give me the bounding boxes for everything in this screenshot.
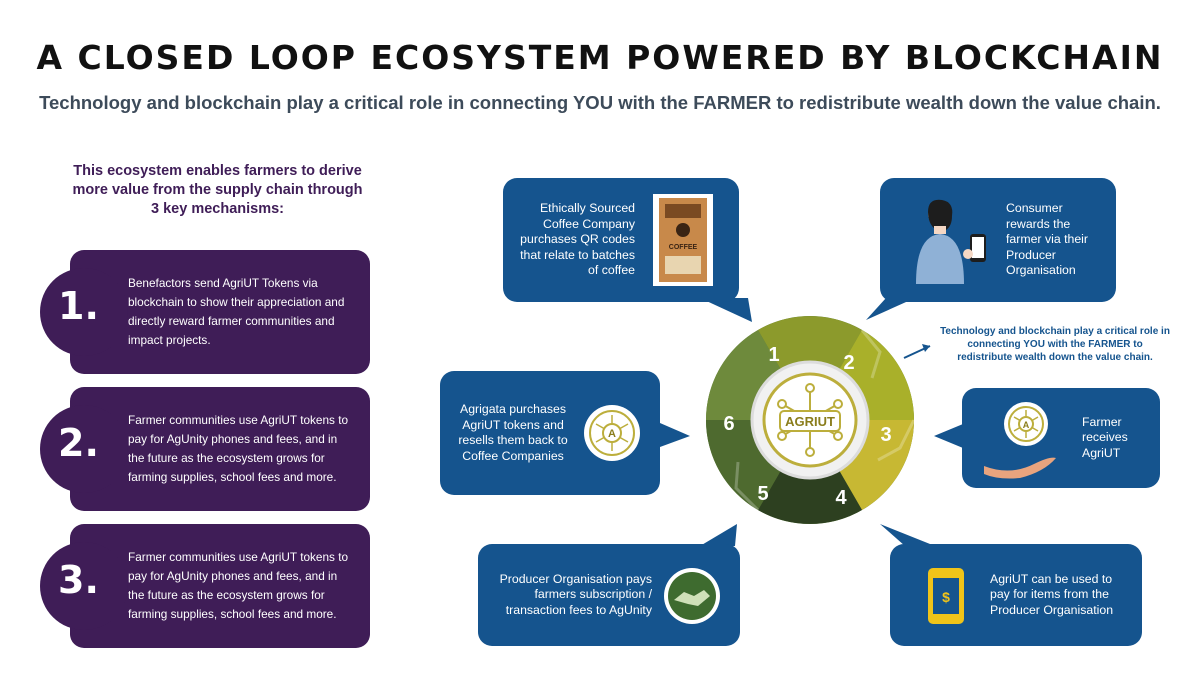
center-label: AGRIUT (785, 414, 835, 429)
mechanism-number-badge (40, 542, 128, 630)
mechanism-text: Farmer communities use AgriUT tokens to … (128, 550, 349, 621)
svg-text:A: A (608, 428, 616, 440)
handshake-icon (664, 568, 720, 624)
segment-label-1: 1 (768, 344, 779, 366)
bubble-tail-consumer (866, 298, 915, 320)
bubble-producer-organisation: Producer Organisation pays farmers subsc… (478, 544, 740, 646)
side-note: Technology and blockchain play a critica… (940, 326, 1170, 363)
mechanism-number-badge (40, 268, 128, 356)
cycle-arrow (734, 461, 760, 512)
bubble-tail-producer (700, 524, 737, 546)
bubble-farmer-text: Farmer receives AgriUT (1082, 414, 1128, 460)
mechanisms-intro: This ecosystem enables farmers to derive… (72, 163, 363, 217)
bubble-tail-coffee (700, 298, 752, 322)
mechanism-number: 1. (58, 284, 99, 328)
page-title: A CLOSED LOOP ECOSYSTEM POWERED BY BLOCK… (36, 38, 1164, 77)
cycle-arrow (877, 419, 916, 462)
bubble-producer-text: Producer Organisation pays farmers subsc… (499, 571, 652, 617)
segment-label-5: 5 (757, 483, 768, 505)
bubble-agriut-use: $ AgriUT can be used to pay for items fr… (890, 544, 1142, 646)
cycle-arrow (860, 329, 882, 379)
svg-text:A: A (1023, 420, 1030, 430)
page-subtitle: Technology and blockchain play a critica… (39, 92, 1161, 113)
bubble-agrigata-text: Agrigata purchases AgriUT tokens and res… (458, 402, 568, 463)
svg-text:$: $ (942, 589, 950, 605)
bubble-agriut-use-text: AgriUT can be used to pay for items from… (990, 571, 1114, 617)
bubble-agrigata: Agrigata purchases AgriUT tokens and res… (440, 371, 660, 495)
segment-label-4: 4 (835, 487, 847, 509)
mechanism-text: Farmer communities use AgriUT tokens to … (128, 413, 349, 484)
segment-label-6: 6 (723, 413, 734, 435)
bubble-tail-farmer (934, 424, 963, 448)
center-label-box (779, 410, 841, 432)
cycle-wheel: AGRIUT 1 2 3 4 5 6 (706, 316, 916, 524)
mechanism-number: 2. (58, 421, 99, 465)
agriut-token-icon: A (584, 405, 640, 461)
mechanism-text: Benefactors send AgriUT Tokens via block… (128, 276, 345, 347)
bubble-coffee-company: Ethically Sourced Coffee Company purchas… (503, 178, 739, 302)
bubble-tail-agrigata (660, 423, 690, 447)
bubble-farmer: A Farmer receives AgriUT (962, 388, 1160, 488)
mobile-store-icon: $ (928, 568, 964, 624)
bubble-coffee-text: Ethically Sourced Coffee Company purchas… (520, 201, 635, 278)
coffee-bag-label: COFFEE (669, 244, 698, 251)
bubble-consumer: Consumer rewards the farmer via their Pr… (880, 178, 1116, 302)
segment-label-3: 3 (880, 424, 891, 446)
mechanism-2: 2. Farmer communities use AgriUT tokens … (40, 387, 370, 511)
consumer-icon (916, 199, 986, 284)
farmer-hand-icon: A (984, 402, 1056, 479)
mechanism-1: 1. Benefactors send AgriUT Tokens via bl… (40, 250, 370, 374)
mechanism-number-badge (40, 405, 128, 493)
bubble-tail-agriut-use (880, 524, 935, 546)
arrowhead-icon (922, 344, 930, 352)
mechanism-number: 3. (58, 558, 99, 602)
coffee-bag-icon: COFFEE (653, 194, 713, 286)
mechanism-3: 3. Farmer communities use AgriUT tokens … (40, 524, 370, 648)
bubble-consumer-text: Consumer rewards the farmer via their Pr… (1006, 201, 1089, 278)
segment-label-2: 2 (843, 352, 854, 374)
